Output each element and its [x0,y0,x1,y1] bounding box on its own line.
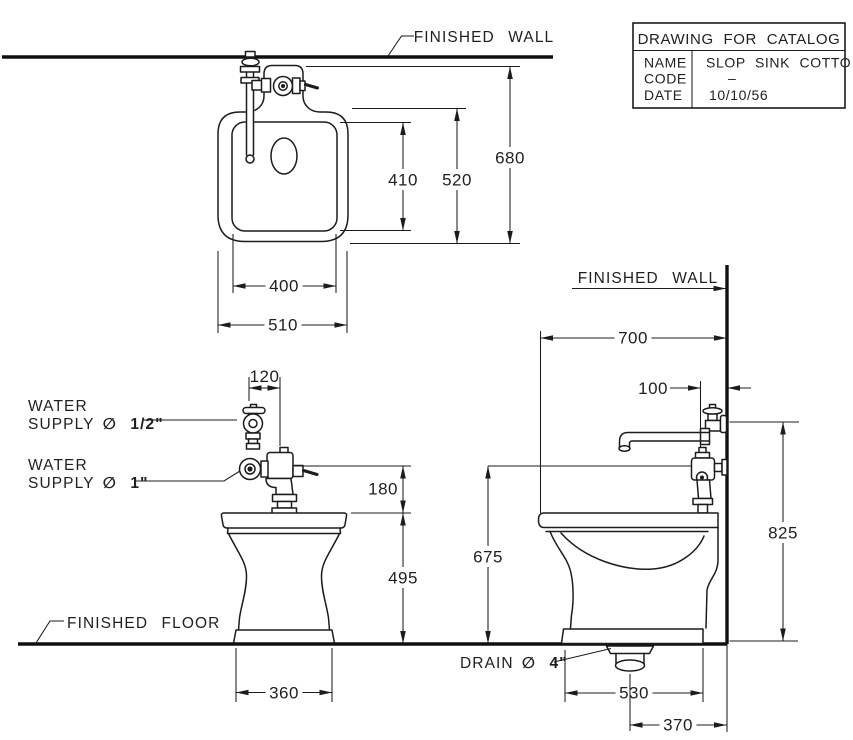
flush-valve-escutcheon [721,458,728,476]
dim-675: 675 [473,548,503,567]
pipe-mask [245,63,255,157]
wall-faucet [618,403,728,453]
finished-floor-leader [35,620,64,644]
side-bowl-back [705,526,719,629]
pedestal-side-view: FINISHED WALL 700 100 [460,265,799,735]
dim-120: 120 [250,367,280,386]
dim-530: 530 [619,684,649,703]
flush-valve-body-front [266,451,294,480]
dim-400: 400 [269,277,299,296]
spout-tip [618,444,631,453]
finished-wall-top-leader [387,35,414,57]
flush-valve-side [690,446,728,514]
flush-valve-hex [260,460,269,478]
side-bowl-inner [560,532,705,570]
pipe-outlet [245,154,255,164]
dim-100: 100 [638,379,668,398]
dim-680: 680 [495,149,525,168]
title-row-label: CODE [644,71,687,87]
valve-connector [251,79,263,91]
sink-overflow-hole [270,137,298,175]
pedestal-band [226,527,342,535]
flush-valve-bend [265,477,294,496]
dim-510: 510 [268,316,298,335]
pipe-wall-stub [244,50,256,58]
pedestal-front-view: WATER SUPPLY∅ 1/2" WATER SUPPLY∅ 1" [28,398,348,645]
dim-825: 825 [768,524,798,543]
spout-fitting [699,427,711,446]
flush-pipe [276,500,293,509]
dim-520: 520 [442,171,472,190]
flush-pipe-flange [271,493,298,503]
drain-pipe [605,645,655,672]
water-supply-half-label2: SUPPLY∅ 1/2" [28,416,164,433]
drain-label: DRAIN∅ 4" [460,655,568,672]
faucet-spout [618,431,711,448]
valve-handle [304,83,319,90]
flush-valve-handle [302,469,319,476]
flush-valve-side-flange [692,497,714,506]
pedestal-left-profile [227,532,248,631]
faucet-escutcheon [719,414,728,434]
title-block-title: DRAWING FOR CATALOG [638,31,841,48]
pedestal-right-profile [320,532,341,631]
valve-plate [291,77,301,95]
one-inch-flush-valve [238,446,319,515]
sink-dimensions: 410 520 680 400 510 [217,65,526,335]
sink-basin [231,121,338,232]
dim-410: 410 [388,171,418,190]
pedestal-front-dimensions: 120 180 495 360 [235,367,419,703]
half-inch-supply-valve [242,403,266,450]
valve-cross-handle [242,406,266,415]
finished-floor-label: FINISHED FLOOR [67,615,220,632]
valve-round-body [242,413,264,434]
side-base [560,628,704,645]
title-row-value: 10/10/56 [709,87,768,103]
title-row-value: – [728,70,736,86]
drain-hub [605,645,655,655]
escutcheon [241,57,260,67]
sink-front-view [217,50,349,243]
drain-leader [553,647,612,663]
dim-700: 700 [618,329,648,348]
side-rim-slab [537,512,719,529]
valve-hex-nut [260,77,272,93]
flush-valve-side-bend [696,479,712,500]
dim-495: 495 [388,569,418,588]
side-bowl-front [549,530,574,629]
dim-360: 360 [269,684,299,703]
water-supply-half-label: WATER [28,398,88,415]
valve-fitting [299,80,306,92]
flush-valve-arm [292,464,304,478]
pipe-nut [239,65,261,73]
title-row-label: DATE [644,87,683,103]
dim-370: 370 [663,716,693,735]
dim-180: 180 [368,480,398,499]
sink-body-outline [217,64,349,243]
title-row-value: SLOP SINK COTTO [706,55,851,71]
pedestal-rim [220,512,348,529]
drain-cut-end [614,659,646,672]
title-row-label: NAME [644,55,687,71]
water-supply-one-label2: SUPPLY∅ 1" [28,475,149,492]
finished-wall-top-label: FINISHED WALL [414,29,555,46]
faucet-handle [702,407,723,415]
water-supply-one-label: WATER [28,457,88,474]
title-block: DRAWING FOR CATALOG NAME SLOP SINK COTTO… [632,22,851,109]
water-supply-one-leader [135,469,242,482]
pedestal-base [232,629,336,645]
finished-wall-side-label: FINISHED WALL [578,270,719,287]
